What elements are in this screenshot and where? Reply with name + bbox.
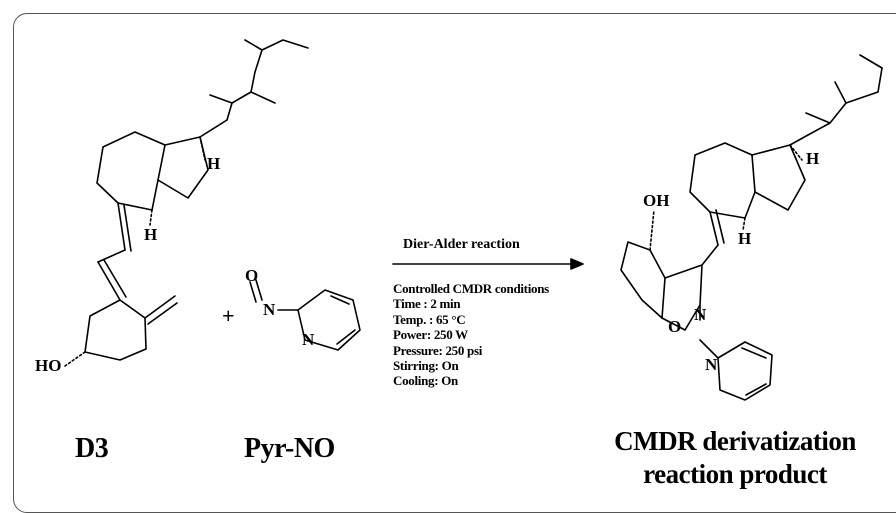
reaction-title: Dier-Alder reaction xyxy=(403,237,520,252)
d3-cd-rings xyxy=(96,131,209,226)
plus-sign: + xyxy=(222,303,235,328)
condition-pressure: Pressure: 250 psi xyxy=(393,342,483,358)
product-atom-n: N xyxy=(694,305,707,324)
product-atom-n-pyridine: N xyxy=(705,355,718,374)
product-atom-o: O xyxy=(668,317,682,336)
reaction-conditions: Controlled CMDR conditions Time : 2 min … xyxy=(393,281,549,389)
condition-stirring: Stirring: On xyxy=(393,358,459,374)
d3-triene-a-ring xyxy=(64,202,178,367)
label-product: CMDR derivatization reaction product xyxy=(590,425,880,491)
conditions-heading: Controlled CMDR conditions xyxy=(393,281,549,296)
product-atom-oh: OH xyxy=(643,191,670,210)
product-atom-h-bottom: H xyxy=(738,229,752,248)
label-product-line1: CMDR derivatization xyxy=(614,426,856,456)
label-d3: D3 xyxy=(75,433,109,464)
product-atom-h-top: H xyxy=(806,149,820,168)
condition-power: Power: 250 W xyxy=(393,327,468,343)
pyr-no-structure xyxy=(249,279,361,351)
d3-atom-h-bottom: H xyxy=(144,225,158,244)
label-product-line2: reaction product xyxy=(643,459,827,489)
condition-cooling: Cooling: On xyxy=(393,373,458,389)
reaction-scheme-drawing xyxy=(64,39,883,401)
condition-temp: Temp. : 65 °C xyxy=(393,311,466,327)
reaction-arrow xyxy=(392,258,584,270)
product-side-chain xyxy=(789,54,883,146)
product-bicyclic-core xyxy=(620,209,773,401)
label-pyr-no: Pyr-NO xyxy=(244,433,335,464)
product-cd-rings xyxy=(689,142,806,231)
pyrno-atom-o: O xyxy=(245,266,259,285)
pyrno-atom-n-nitroso: N xyxy=(263,300,276,319)
pyrno-atom-n-ring: N xyxy=(302,330,315,349)
d3-side-chain xyxy=(199,39,309,138)
condition-time: Time : 2 min xyxy=(393,296,461,312)
d3-atom-h-top: H xyxy=(207,154,221,173)
d3-atom-ho: HO xyxy=(35,356,62,375)
